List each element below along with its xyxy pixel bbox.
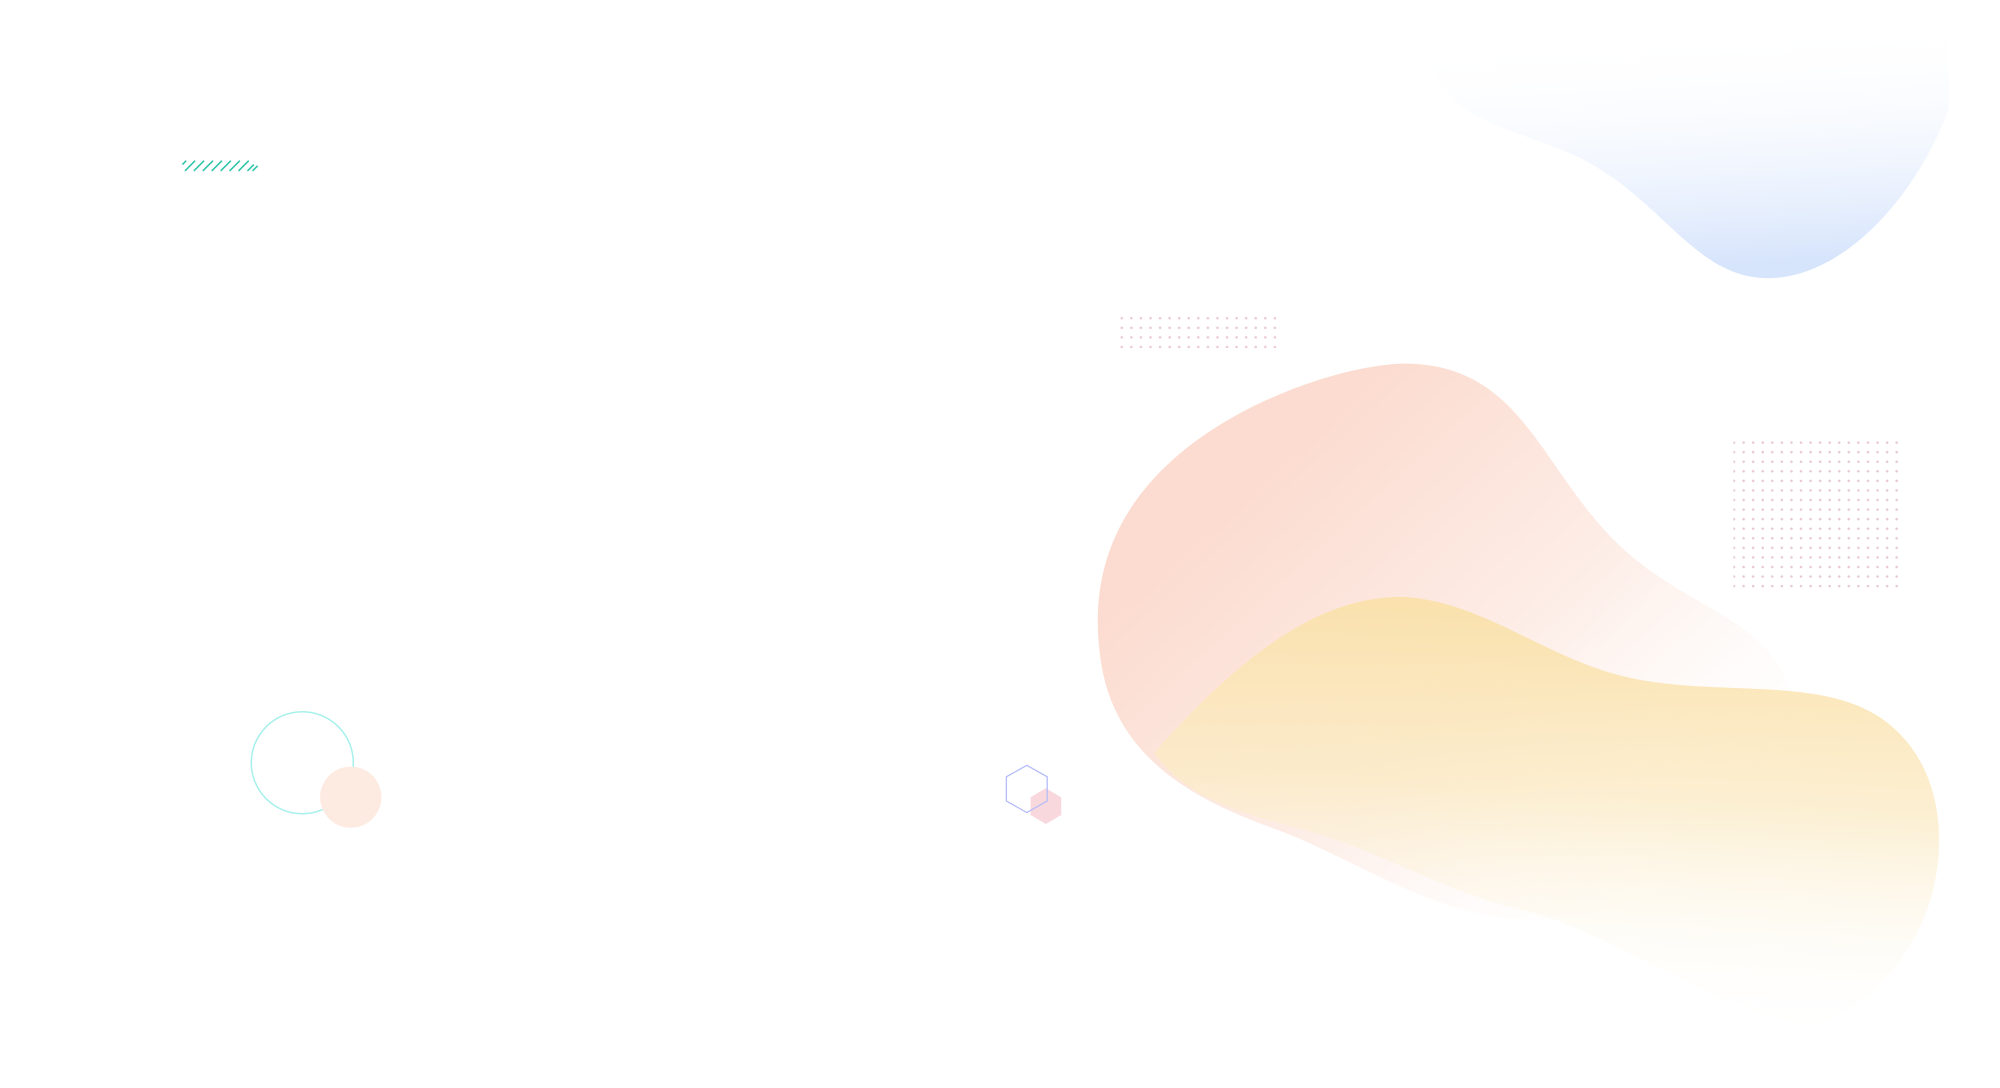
peach-circle bbox=[320, 766, 382, 828]
ring bbox=[250, 710, 355, 815]
dot-grid-large bbox=[1733, 434, 1904, 594]
hexagon-outline bbox=[1005, 764, 1048, 814]
hatch-pattern bbox=[181, 160, 259, 172]
hexagon-filled bbox=[1030, 788, 1062, 824]
dot-grid-small bbox=[1116, 313, 1282, 349]
blue-blob bbox=[1428, 0, 1949, 279]
yellow-blob bbox=[1154, 596, 1940, 1027]
